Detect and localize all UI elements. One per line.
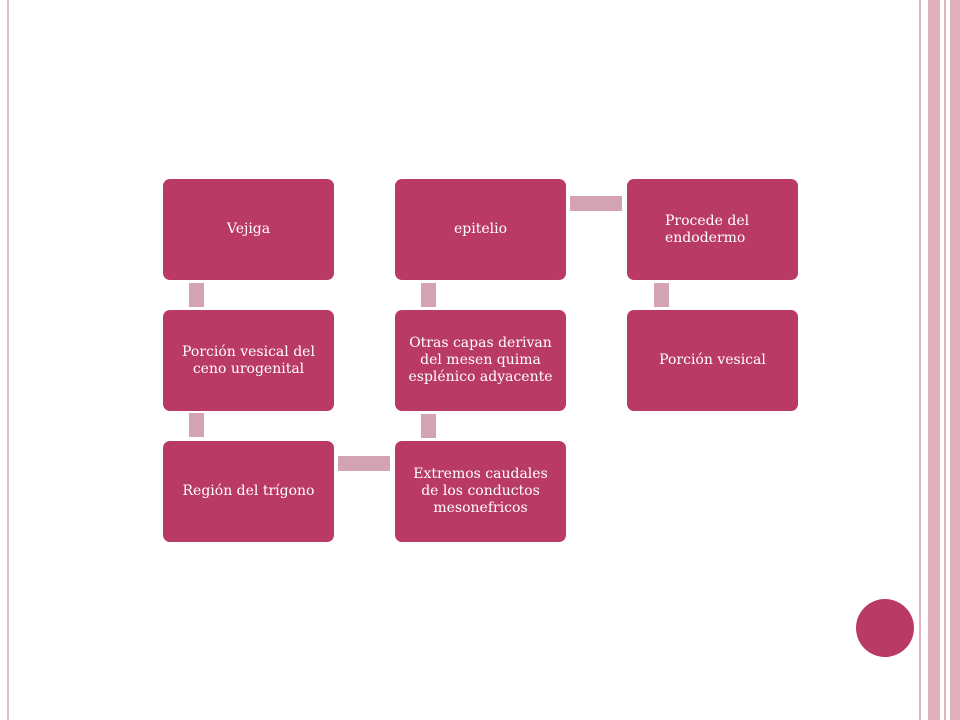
node-porcion-vesical-seno: Porción vesical del ceno urogenital (163, 310, 334, 411)
connector-epitelio-endodermo (570, 196, 622, 211)
node-porcion-vesical: Porción vesical (627, 310, 798, 411)
node-extremos-caudales-label: Extremos caudales de los conductos meson… (413, 466, 548, 516)
left-border-line (7, 0, 9, 720)
connector-vejiga-porcion-seno (189, 283, 204, 307)
node-otras-capas: Otras capas derivan del mesen quima espl… (395, 310, 566, 411)
right-border-band (928, 0, 940, 720)
right-border-band-outer (950, 0, 960, 720)
node-extremos-caudales: Extremos caudales de los conductos meson… (395, 441, 566, 542)
connector-otras-capas-epitelio (421, 283, 436, 307)
node-region-trigono-label: Región del trígono (182, 483, 315, 499)
node-vejiga: Vejiga (163, 179, 334, 280)
node-porcion-vesical-seno-label: Porción vesical del ceno urogenital (182, 343, 315, 377)
right-border-line (919, 0, 921, 720)
right-border-line-outer (944, 0, 946, 720)
node-procede-endodermo-label: Procede del endodermo (665, 212, 750, 246)
node-epitelio: epitelio (395, 179, 566, 280)
connector-extremos-otras-capas (421, 414, 436, 438)
node-procede-endodermo: Procede del endodermo (627, 179, 798, 280)
decorative-circle (856, 599, 914, 657)
node-otras-capas-label: Otras capas derivan del mesen quima espl… (408, 335, 553, 385)
connector-porcion-seno-trigono (189, 413, 204, 437)
node-region-trigono: Región del trígono (163, 441, 334, 542)
connector-trigono-extremos (338, 456, 390, 471)
node-vejiga-label: Vejiga (226, 221, 271, 237)
node-epitelio-label: epitelio (453, 221, 508, 237)
node-porcion-vesical-label: Porción vesical (659, 352, 766, 368)
connector-endodermo-porcion-vesical (654, 283, 669, 307)
